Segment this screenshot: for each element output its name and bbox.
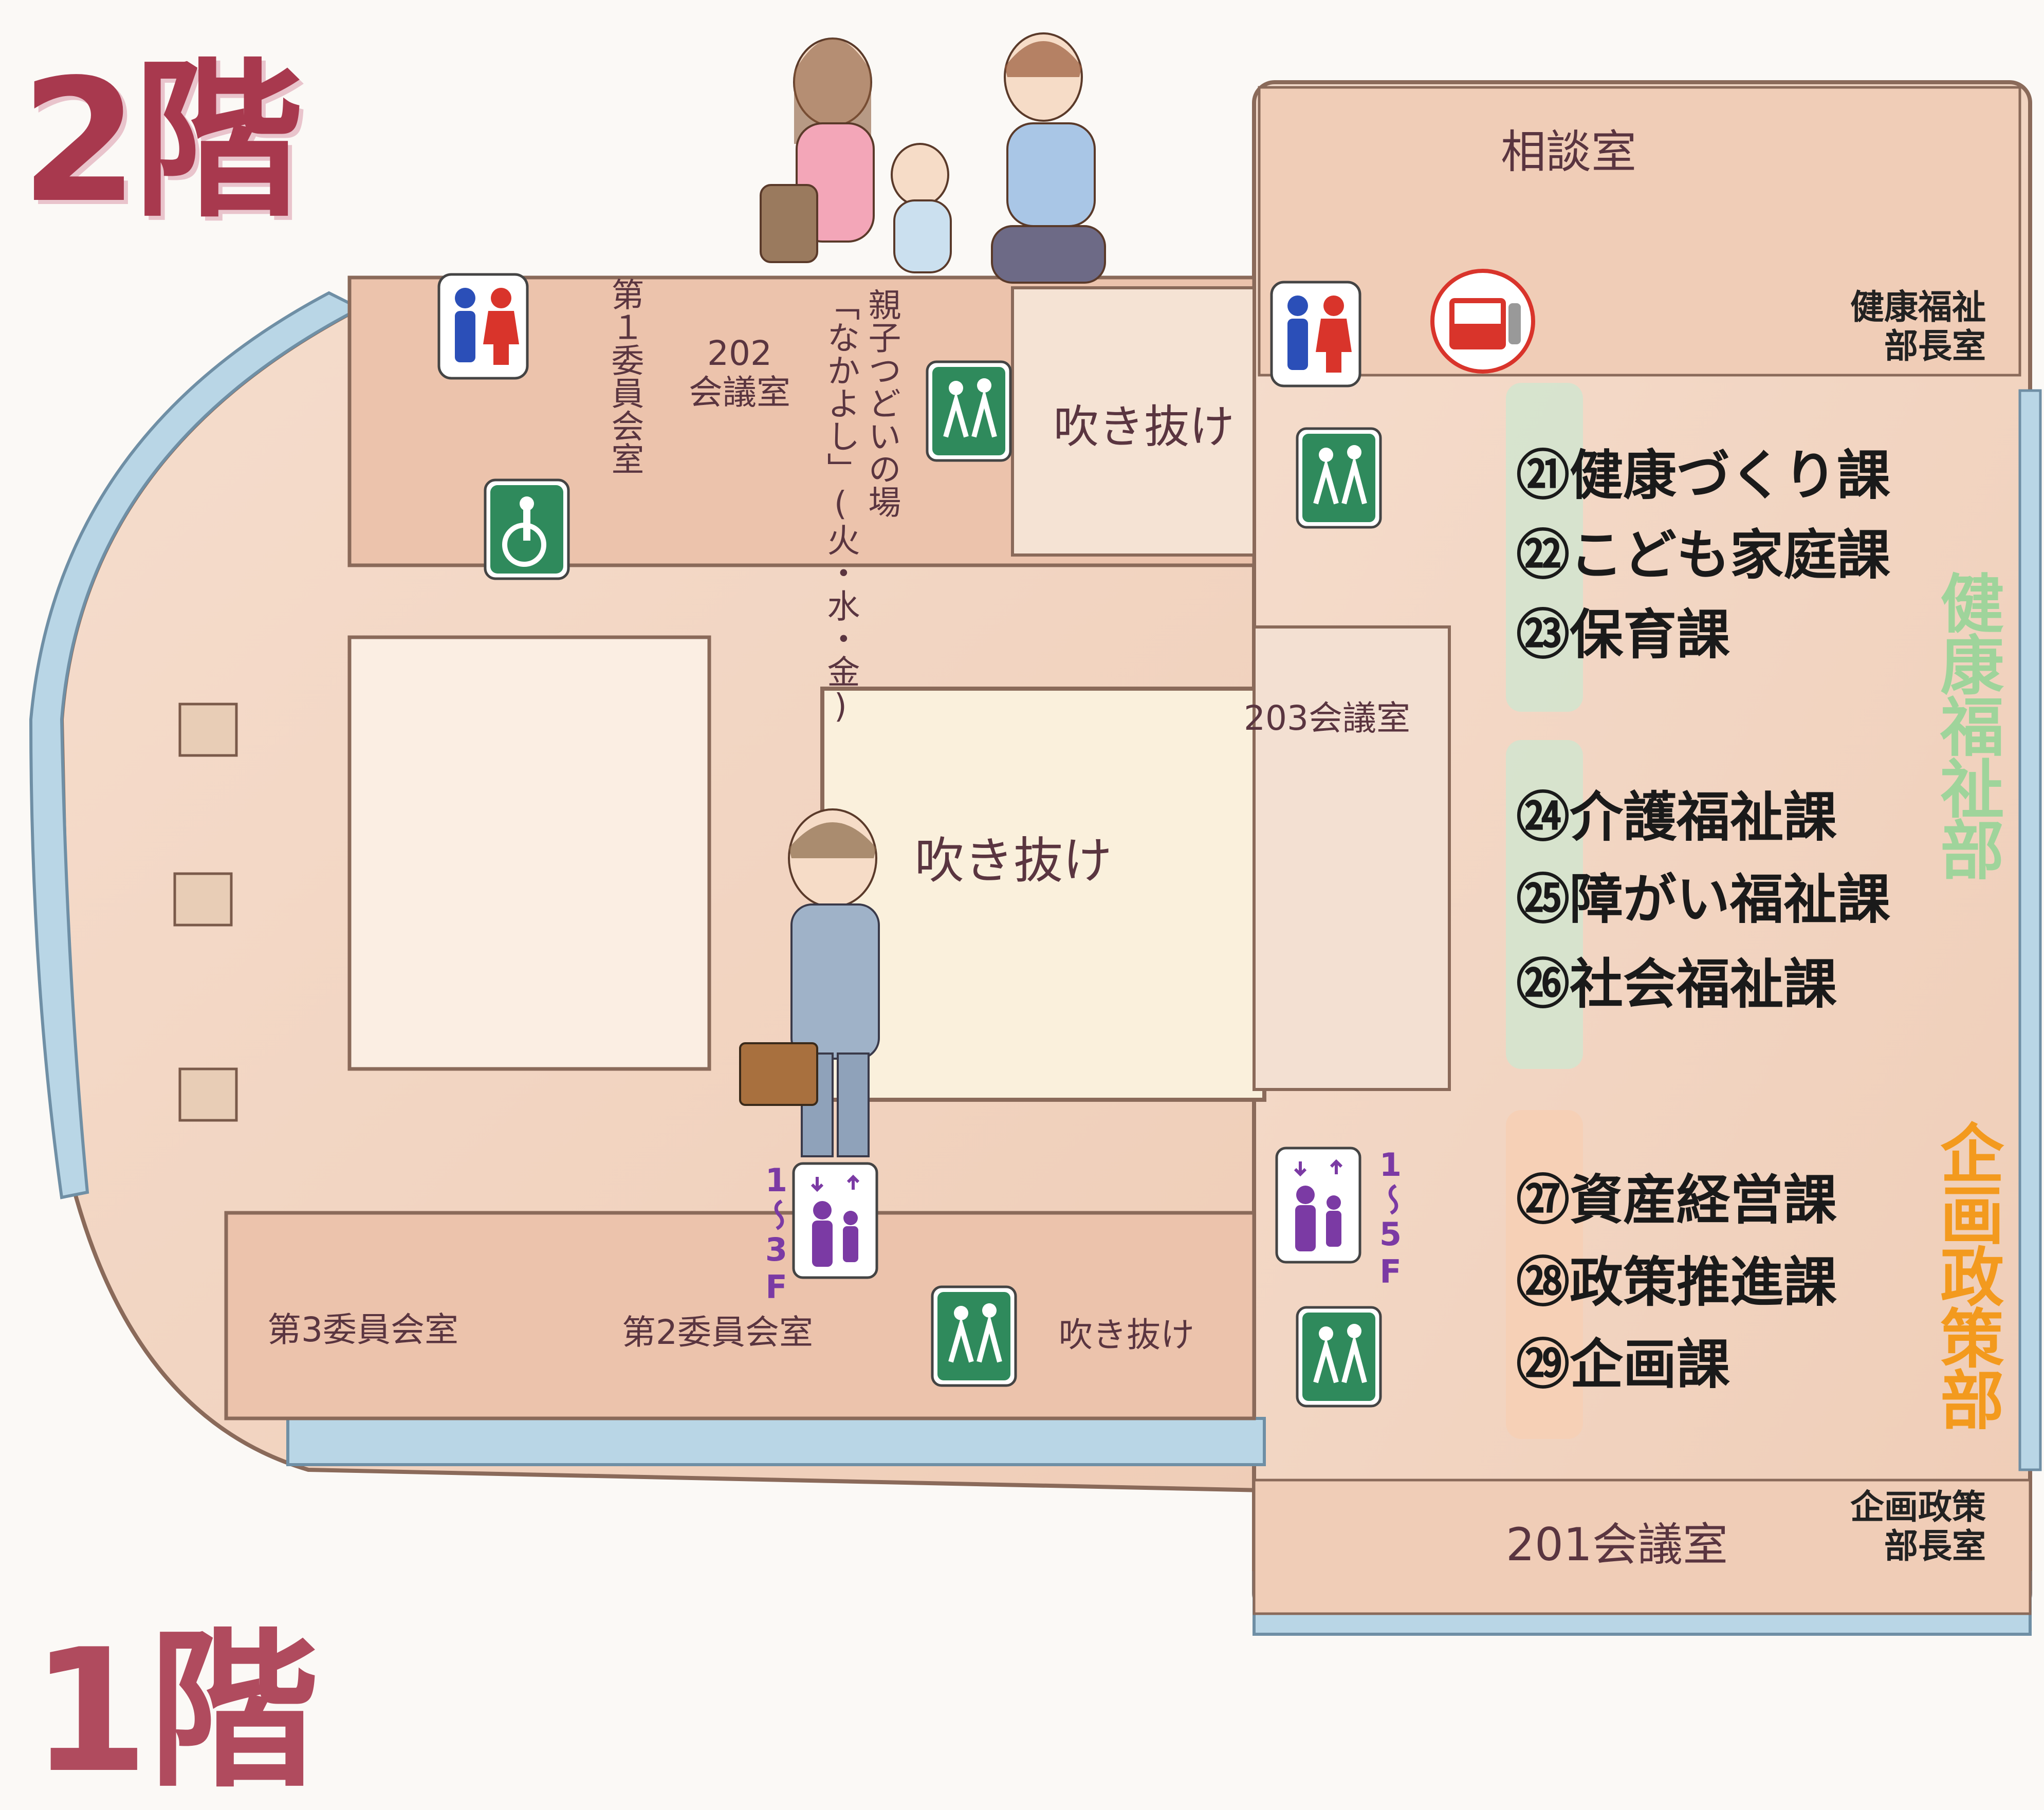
vending-machine-icon bbox=[1430, 269, 1535, 374]
dept-22: ㉒こども家庭課 bbox=[1516, 524, 1891, 586]
floor-title: 2階 bbox=[21, 43, 303, 240]
room-consultation: 相談室 bbox=[1501, 125, 1637, 178]
bottom-rooms-strip bbox=[224, 1211, 1256, 1420]
emergency-exit-icon bbox=[1296, 1306, 1382, 1408]
room-nakayoshi: 「なかよし」(火・水・金) bbox=[821, 288, 860, 726]
atrium-top-shape bbox=[1011, 286, 1256, 557]
room-conf-203: 203会議室 bbox=[1244, 698, 1410, 738]
consultation-shape bbox=[1258, 86, 2021, 377]
room-health-director: 健康福祉 部長室 bbox=[1850, 287, 1986, 366]
elevator-west-range: 1〜3F bbox=[758, 1161, 795, 1306]
dept-26: ㉖社会福祉課 bbox=[1516, 953, 1837, 1015]
elevator-east-range: 1〜5F bbox=[1372, 1146, 1409, 1290]
businessman-illustration bbox=[739, 808, 880, 1157]
accessible-restroom-icon bbox=[484, 478, 570, 580]
room-committee-2: 第2委員会室 bbox=[622, 1313, 813, 1352]
dept-27: ㉗資産経営課 bbox=[1516, 1169, 1837, 1231]
dept-25: ㉕障がい福祉課 bbox=[1516, 868, 1891, 931]
room-parent-child: 親子つどいの場 bbox=[862, 288, 901, 518]
emergency-exit-icon bbox=[931, 1285, 1017, 1387]
dept-23: ㉓保育課 bbox=[1516, 603, 1730, 666]
elevator-icon bbox=[792, 1162, 878, 1279]
conf-203-shape bbox=[1253, 625, 1451, 1091]
bureau-planning: 企画政策部 bbox=[1929, 1120, 2003, 1429]
room-planning-director: 企画政策 部長室 bbox=[1850, 1487, 1986, 1566]
tables bbox=[173, 703, 238, 1122]
bureau-health: 健康福祉部 bbox=[1929, 570, 2003, 879]
dept-21: ㉑健康づくり課 bbox=[1516, 444, 1891, 507]
health-band-2 bbox=[1506, 740, 1583, 1069]
glass-wall-west bbox=[29, 291, 363, 1199]
atrium-bottom: 吹き抜け bbox=[1059, 1315, 1194, 1355]
room-committee-3: 第3委員会室 bbox=[267, 1310, 458, 1350]
atrium-top: 吹き抜け bbox=[1054, 400, 1235, 453]
room-conf-202: 202 会議室 bbox=[689, 334, 790, 412]
central-block bbox=[347, 635, 711, 1071]
floor-plan bbox=[29, 80, 2042, 1636]
emergency-exit-icon bbox=[926, 360, 1012, 462]
atrium-center: 吹き抜け bbox=[915, 832, 1112, 890]
next-floor-title: 1階 bbox=[31, 1613, 319, 1810]
dept-28: ㉘政策推進課 bbox=[1516, 1251, 1837, 1314]
conf-201-shape bbox=[1253, 1479, 2032, 1615]
planning-band bbox=[1506, 1110, 1583, 1439]
dept-24: ㉔介護福祉課 bbox=[1516, 786, 1837, 848]
glass-wall-east-right bbox=[2018, 389, 2042, 1471]
glass-wall-south bbox=[286, 1417, 1266, 1466]
room-committee-1: 第１委員会室 bbox=[605, 278, 644, 475]
dept-29: ㉙企画課 bbox=[1516, 1333, 1730, 1396]
health-band-1 bbox=[1506, 383, 1583, 712]
family-illustration bbox=[760, 32, 1106, 284]
room-conf-201: 201会議室 bbox=[1506, 1518, 1728, 1571]
emergency-exit-icon bbox=[1296, 427, 1382, 529]
restroom-icon bbox=[1270, 281, 1361, 387]
elevator-icon bbox=[1275, 1147, 1361, 1264]
restroom-icon bbox=[437, 273, 529, 380]
